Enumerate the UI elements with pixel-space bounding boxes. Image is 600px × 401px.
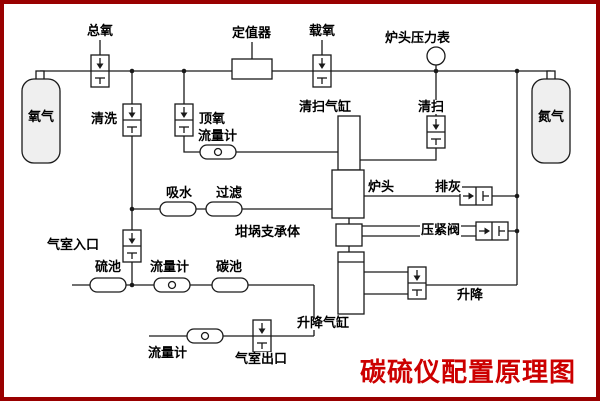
label-carbon-cell: 碳池 <box>215 259 244 275</box>
label-chamber-outlet: 气室出口 <box>234 351 289 367</box>
carbon-cell-pod <box>211 277 249 293</box>
flowmeter-top <box>199 144 237 160</box>
lift-cylinder-body <box>337 251 365 315</box>
press-valve <box>475 221 509 241</box>
regulator-box <box>231 58 273 80</box>
oxygen-tank <box>21 70 61 164</box>
water-absorber-pod <box>159 201 197 217</box>
label-ash-discharge: 排灰 <box>434 179 463 195</box>
filter-pod <box>205 201 243 217</box>
crucible-support-body <box>335 223 363 247</box>
flowmeter-bottom <box>186 328 224 344</box>
sweep-cylinder-body <box>337 115 361 171</box>
label-leader-lines <box>99 40 323 59</box>
label-sweep-cylinder: 清扫气缸 <box>298 99 353 115</box>
label-regulator: 定值器 <box>231 25 273 41</box>
sweep-valve <box>426 115 446 149</box>
label-crucible-support: 坩埚支承体 <box>234 224 302 240</box>
sulfur-cell-pod <box>89 277 127 293</box>
pressure-gauge-dial <box>426 46 446 66</box>
top-oxygen-valve <box>174 103 194 137</box>
label-furnace-head: 炉头 <box>367 179 396 195</box>
nitrogen-tank <box>531 70 571 164</box>
label-purge: 清洗 <box>90 111 119 127</box>
carrier-oxygen-valve <box>312 54 332 88</box>
label-carrier-oxygen: 载氧 <box>308 23 337 39</box>
lift-valve <box>407 266 427 300</box>
label-top-oxygen: 顶氧 <box>198 111 227 127</box>
label-lift: 升降 <box>456 287 485 303</box>
total-oxygen-valve <box>90 54 110 88</box>
flowmeter-mid <box>153 277 191 293</box>
label-total-oxygen: 总氧 <box>86 23 115 39</box>
label-sulfur-cell: 硫池 <box>94 259 123 275</box>
nitrogen-tank-label: 氮气 <box>538 109 565 124</box>
oxygen-tank-label: 氧气 <box>28 109 55 124</box>
chamber-inlet-valve <box>122 229 142 263</box>
label-flowmeter-top: 流量计 <box>197 128 239 144</box>
label-lift-cylinder: 升降气缸 <box>296 315 351 331</box>
label-water-absorber: 吸水 <box>165 185 194 201</box>
label-flowmeter-mid: 流量计 <box>149 259 191 275</box>
label-press-valve: 压紧阀 <box>420 222 462 238</box>
furnace-head-body <box>331 169 365 219</box>
junction-dots <box>129 68 520 288</box>
label-pressure-gauge: 炉头压力表 <box>384 30 452 46</box>
piping-schematic <box>21 40 571 353</box>
ash-discharge-valve <box>459 186 493 206</box>
lift-valve-lines <box>364 271 517 295</box>
label-chamber-inlet: 气室入口 <box>46 237 101 253</box>
purge-valve <box>122 103 142 137</box>
chamber-outlet-valve <box>252 319 272 353</box>
top-oxygen-branch-line <box>183 71 338 153</box>
label-filter: 过滤 <box>215 185 244 201</box>
label-sweep: 清扫 <box>417 99 446 115</box>
sweep-branch-line <box>360 71 437 161</box>
diagram-title: 碳硫仪配置原理图 <box>360 352 577 389</box>
label-flowmeter-bottom: 流量计 <box>147 345 189 361</box>
